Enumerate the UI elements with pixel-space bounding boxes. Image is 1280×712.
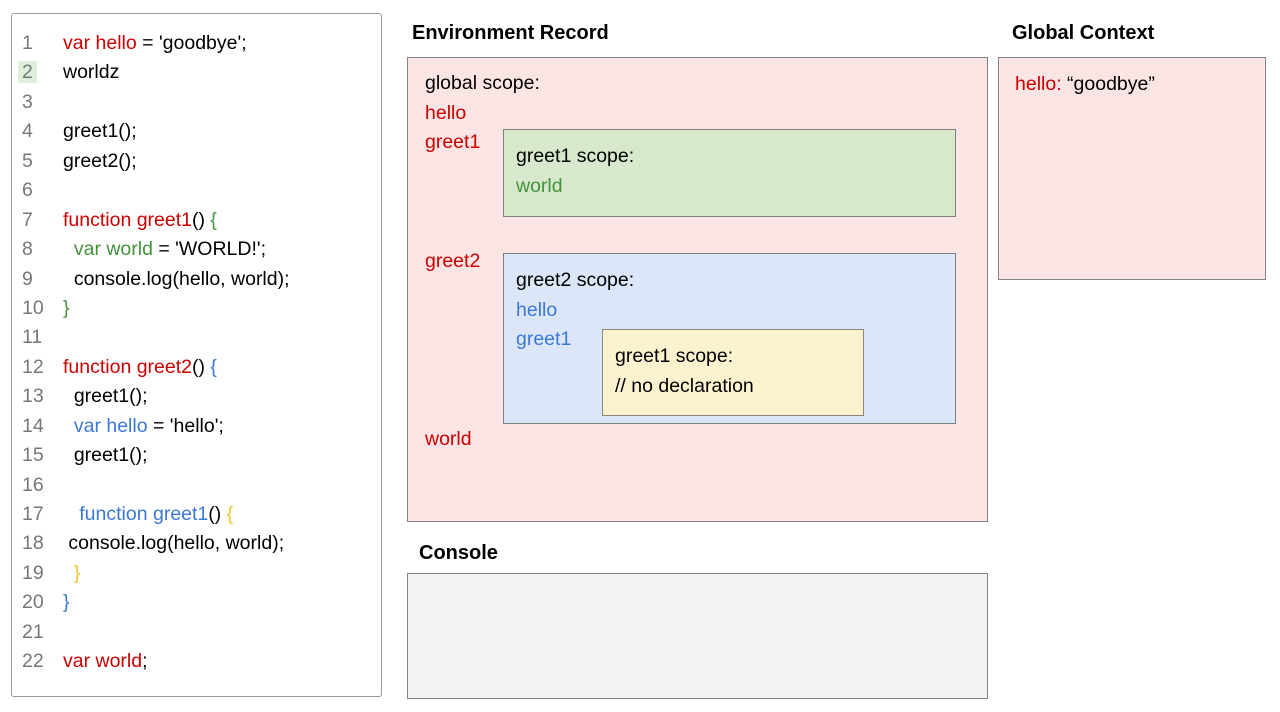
line-number: 4 (22, 120, 33, 143)
var-greet1-greet2: greet1 (516, 328, 572, 350)
code-line: 14 var hello = 'hello'; (12, 412, 381, 441)
code-line: 16 (12, 471, 381, 500)
line-number: 1 (22, 32, 33, 54)
code-line: 6 (12, 176, 381, 205)
code-line: 10} (12, 294, 381, 323)
code-line: 13 greet1(); (12, 382, 381, 411)
code-text: } (63, 591, 70, 614)
global-context-entry-value: “goodbye” (1067, 73, 1155, 95)
code-line: 18 console.log(hello, world); (12, 529, 381, 558)
code-line: 1 var hello = 'goodbye'; (12, 29, 381, 58)
line-number: 15 (22, 444, 44, 467)
code-text: function greet1() { (63, 208, 217, 231)
global-scope-vars: global scope: hello greet1 (425, 69, 540, 158)
var-world-greet1: world (516, 174, 563, 197)
var-greet1: greet1 (425, 131, 481, 153)
code-text: var hello = 'goodbye'; (63, 32, 247, 54)
code-line: 19 } (12, 559, 381, 588)
greet2-scope-box: greet2 scope: hello greet1 greet1 scope:… (503, 253, 956, 424)
code-line: 15 greet1(); (12, 441, 381, 470)
global-scope-label: global scope: (425, 72, 540, 94)
line-number: 20 (22, 591, 44, 614)
var-hello: hello (425, 101, 467, 124)
inner-greet1-scope-label: greet1 scope: (615, 345, 734, 367)
code-text: function greet1() { (79, 503, 234, 525)
code-text: var hello = 'hello'; (73, 414, 224, 437)
line-number: 10 (22, 296, 44, 319)
global-context-box: hello: “goodbye” (998, 57, 1266, 280)
code-text: greet2(); (63, 149, 137, 172)
greet2-scope-label: greet2 scope: (516, 269, 635, 291)
code-line: 11 (12, 323, 381, 352)
global-context-entry-name: hello: (1015, 73, 1062, 95)
line-number: 9 (22, 267, 33, 290)
line-number: 14 (22, 414, 44, 437)
environment-record-title: Environment Record (412, 22, 609, 44)
line-number: 19 (22, 561, 44, 584)
code-line: 17 function greet1() { (12, 500, 381, 529)
code-text: } (63, 296, 70, 319)
code-line: 9 console.log(hello, world); (12, 265, 381, 294)
code-text: } (73, 561, 81, 584)
var-world: world (425, 428, 472, 450)
global-context-title: Global Context (1012, 22, 1155, 44)
line-number: 8 (22, 238, 33, 261)
line-number: 7 (22, 208, 33, 231)
code-text: greet1(); (63, 385, 148, 408)
code-line: 3 (12, 88, 381, 117)
code-text: console.log(hello, world); (63, 532, 285, 555)
code-text: worldz (63, 61, 120, 84)
line-number: 6 (22, 179, 33, 202)
global-scope-box: global scope: hello greet1 greet1 scope:… (407, 57, 988, 522)
code-text: var world; (63, 650, 148, 673)
line-number: 18 (22, 532, 44, 555)
no-declaration-comment: // no declaration (615, 374, 754, 397)
var-hello-greet2: hello (516, 298, 558, 321)
global-context-entry: hello: “goodbye” (1015, 70, 1265, 100)
greet1-scope-box: greet1 scope: world (503, 129, 956, 217)
line-number: 3 (22, 90, 33, 113)
code-text: console.log(hello, world); (63, 267, 290, 290)
console-output-box (407, 573, 988, 699)
code-line: 20} (12, 588, 381, 617)
inner-greet1-scope-box: greet1 scope: // no declaration (602, 329, 864, 416)
line-number: 17 (22, 503, 44, 525)
code-line: 21 (12, 618, 381, 647)
console-title: Console (419, 542, 498, 564)
line-number: 22 (22, 650, 44, 673)
code-text: greet1(); (63, 120, 137, 143)
code-text: function greet2() { (63, 355, 217, 378)
line-number: 2 (12, 58, 63, 87)
code-line: 7 function greet1() { (12, 206, 381, 235)
greet1-scope-label: greet1 scope: (516, 145, 635, 167)
line-number: 11 (22, 326, 43, 349)
code-line: 5 greet2(); (12, 147, 381, 176)
code-line: 12 function greet2() { (12, 353, 381, 382)
line-number: 16 (22, 473, 44, 496)
line-number: 21 (22, 620, 44, 643)
code-line: 22 var world; (12, 647, 381, 676)
line-number: 12 (22, 355, 44, 378)
code-text: var world = 'WORLD!'; (73, 238, 267, 261)
line-number: 13 (22, 385, 44, 408)
code-line: 4 greet1(); (12, 117, 381, 146)
code-text: greet1(); (63, 444, 148, 467)
line-number: 5 (22, 149, 33, 172)
var-greet2: greet2 (425, 250, 481, 272)
code-line: 8 var world = 'WORLD!'; (12, 235, 381, 264)
